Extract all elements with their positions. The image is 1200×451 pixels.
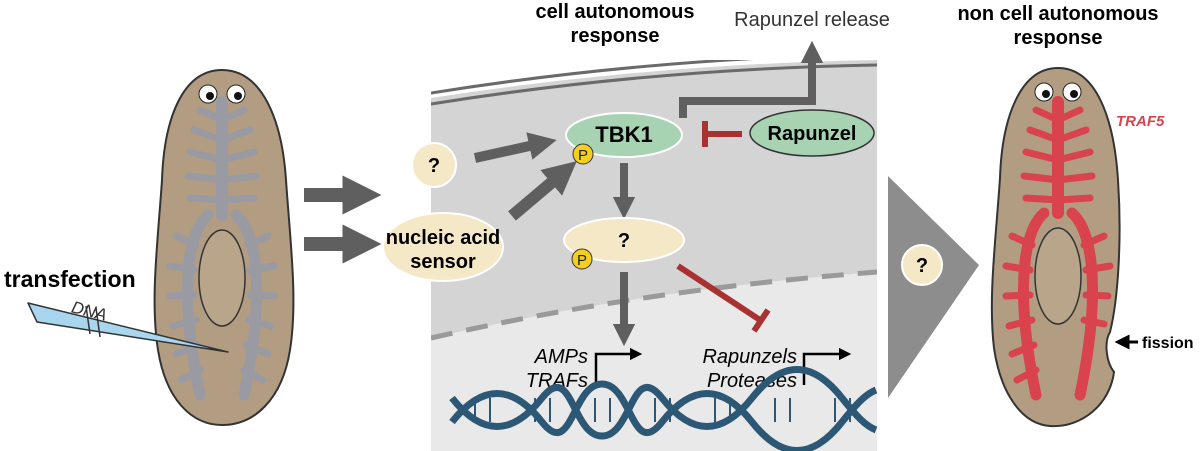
non-cell-autonomous-title-1: non cell autonomous bbox=[957, 3, 1158, 25]
amps-label: AMPs bbox=[534, 346, 588, 368]
worm-right-pharynx bbox=[1034, 227, 1082, 325]
worm-left-gut bbox=[166, 96, 278, 401]
cell-autonomous-title-1: cell autonomous bbox=[536, 1, 695, 23]
arrow-sensor-to-tbk1 bbox=[508, 161, 577, 221]
unknown-secreted-label: ? bbox=[916, 255, 928, 277]
traf5-label: TRAF5 bbox=[1116, 113, 1165, 130]
sensor-label-2: sensor bbox=[410, 251, 476, 273]
tbk1-phospho: P bbox=[572, 143, 594, 165]
worm-left-pharynx bbox=[198, 229, 246, 327]
unknown-upstream-node: ? bbox=[411, 142, 457, 188]
dna-helix bbox=[449, 366, 878, 451]
rapunzel-node: Rapunzel bbox=[749, 109, 875, 157]
intermediate-node: ? bbox=[563, 217, 685, 263]
cell-autonomous-title-2: response bbox=[571, 25, 660, 47]
intermediate-phospho-label: P bbox=[577, 252, 587, 269]
promoter-arrow-right bbox=[802, 347, 852, 385]
worm-right bbox=[990, 66, 1121, 428]
intermediate-label: ? bbox=[618, 230, 630, 252]
rapunzel-release-label: Rapunzel release bbox=[734, 9, 890, 31]
rapunzels-label: Rapunzels bbox=[702, 346, 797, 368]
worm-right-gut bbox=[1002, 96, 1114, 401]
inhibition-to-rapunzels bbox=[676, 263, 771, 333]
tbk1-label: TBK1 bbox=[595, 122, 652, 147]
unknown-upstream-label: ? bbox=[428, 155, 440, 177]
arrow-unknown-to-tbk1 bbox=[473, 132, 557, 163]
worm-left-eyes bbox=[198, 84, 246, 104]
nuclear-envelope bbox=[431, 269, 877, 341]
inhibition-rapunzel-tbk1 bbox=[702, 121, 742, 147]
signal-arrows bbox=[473, 132, 636, 347]
worm-right-eyes bbox=[1034, 82, 1082, 102]
intermediate-phospho: P bbox=[571, 248, 593, 270]
nucleic-acid-sensor-node: nucleic acid sensor bbox=[382, 212, 504, 282]
non-cell-autonomous-title-2: response bbox=[1014, 27, 1103, 49]
secretion-triangle bbox=[888, 176, 979, 398]
sensor-label-1: nucleic acid bbox=[386, 227, 501, 249]
tbk1-node: TBK1 bbox=[565, 112, 683, 158]
transfection-label: transfection bbox=[4, 266, 136, 292]
unknown-secreted-node: ? bbox=[901, 244, 943, 286]
cell-membrane-outer bbox=[431, 60, 754, 95]
rapunzel-label: Rapunzel bbox=[768, 123, 857, 145]
injection-needle bbox=[27, 302, 229, 353]
trafs-label: TRAFs bbox=[526, 370, 588, 392]
worm-left bbox=[153, 68, 295, 427]
promoter-arrow-left bbox=[594, 347, 643, 385]
tbk1-phospho-label: P bbox=[578, 147, 588, 164]
dna-strand-b bbox=[449, 366, 878, 440]
fission-label: fission bbox=[1142, 335, 1194, 352]
entry-arrows bbox=[304, 175, 382, 264]
rapunzel-release-arrow bbox=[679, 40, 824, 118]
